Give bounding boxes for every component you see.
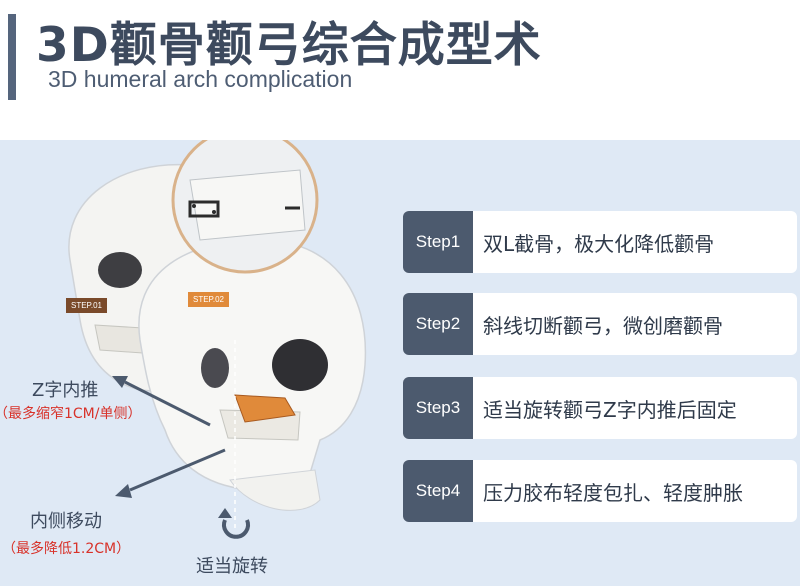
rotate-arrow-icon (218, 508, 250, 539)
arrow-medial (115, 448, 226, 498)
zoom-inset (171, 140, 319, 274)
step-card-1: Step1 双L截骨，极大化降低颧骨 (403, 211, 797, 273)
medial-move-label: 内侧移动 (30, 511, 102, 532)
step-text: 压力胶布轻度包扎、轻度肿胀 (483, 480, 743, 505)
step-text: 双L截骨，极大化降低颧骨 (483, 231, 715, 256)
header: 3D颧骨颧弓综合成型术 3D humeral arch complication (0, 0, 800, 140)
step-tag: Step1 (403, 211, 473, 273)
page-subtitle: 3D humeral arch complication (48, 66, 353, 92)
step-card-2: Step2 斜线切断颧弓，微创磨颧骨 (403, 293, 797, 355)
step-tag: Step3 (403, 377, 473, 439)
title-accent-bar (8, 14, 16, 100)
medial-move-note: （最多降低1.2CM） (2, 541, 131, 557)
step-text: 斜线切断颧弓，微创磨颧骨 (483, 313, 723, 338)
z-push-note: （最多缩窄1CM/单侧） (0, 406, 142, 422)
step-card-4: Step4 压力胶布轻度包扎、轻度肿胀 (403, 460, 797, 522)
rotate-label: 适当旋转 (196, 556, 268, 577)
content-panel: STEP.01 STEP.02 Z字内推 （最多缩窄1CM/单侧） 内侧移动 （… (0, 140, 800, 586)
front-skull (138, 239, 367, 511)
step01-chip: STEP.01 (66, 298, 107, 313)
step-tag: Step2 (403, 293, 473, 355)
step-text: 适当旋转颧弓Z字内推后固定 (483, 397, 737, 422)
step-tag: Step4 (403, 460, 473, 522)
arrow-z-push (112, 376, 211, 427)
page-title: 3D颧骨颧弓综合成型术 (36, 18, 542, 73)
step02-chip: STEP.02 (188, 292, 229, 307)
z-push-label: Z字内推 (32, 380, 99, 401)
step-card-3: Step3 适当旋转颧弓Z字内推后固定 (403, 377, 797, 439)
